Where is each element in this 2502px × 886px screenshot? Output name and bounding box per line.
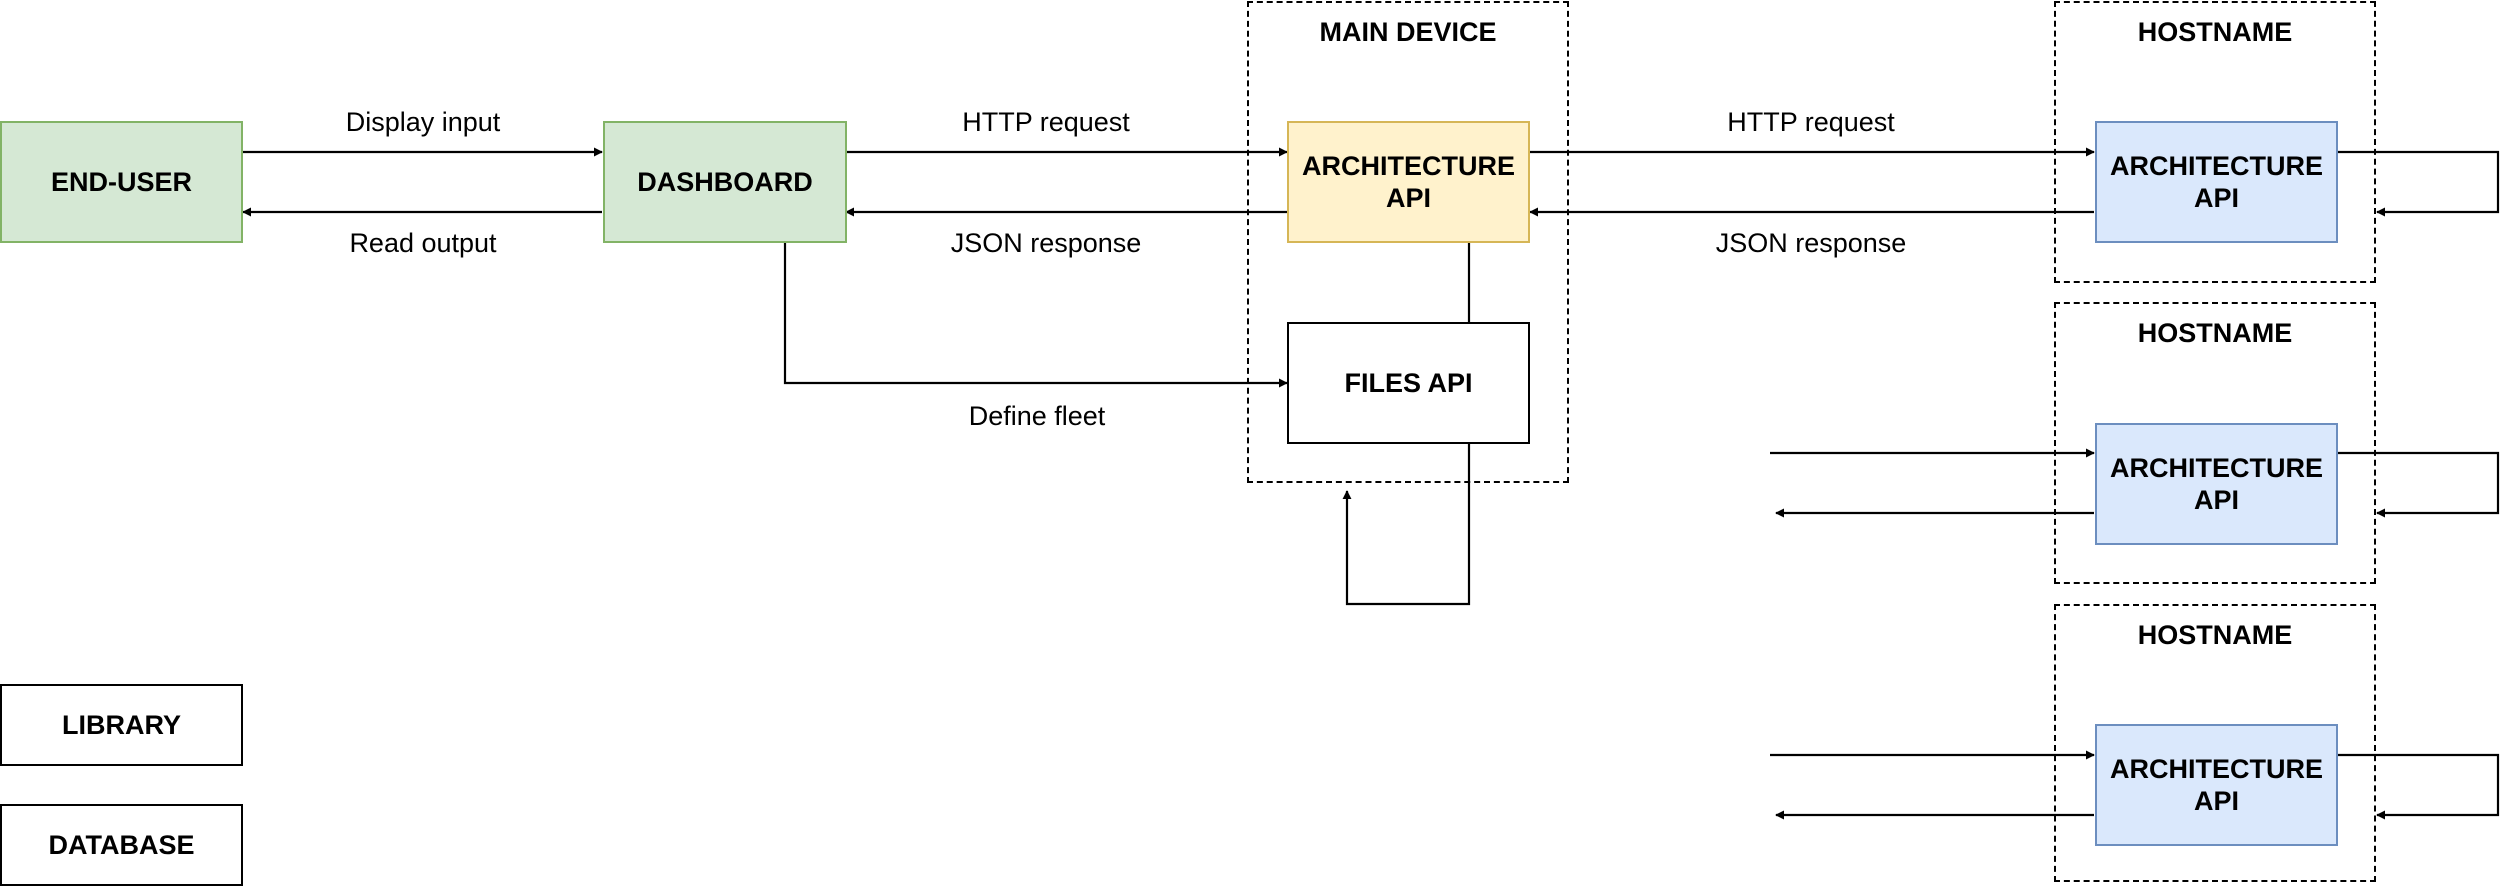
node-label: DASHBOARD bbox=[637, 166, 813, 197]
edge-host1-loop bbox=[2337, 150, 2500, 217]
node-label: ARCHITECTURE API bbox=[2110, 452, 2323, 515]
node-host2-architecture-api[interactable]: ARCHITECTURE API bbox=[2095, 423, 2338, 545]
node-label: LIBRARY bbox=[62, 709, 181, 740]
node-label: ARCHITECTURE API bbox=[1302, 150, 1515, 213]
group-title: HOSTNAME bbox=[2137, 620, 2293, 650]
node-database[interactable]: DATABASE bbox=[0, 804, 243, 886]
node-label: ARCHITECTURE API bbox=[2110, 753, 2323, 816]
node-host1-architecture-api[interactable]: ARCHITECTURE API bbox=[2095, 121, 2338, 243]
node-dashboard[interactable]: DASHBOARD bbox=[603, 121, 847, 243]
edge-label-json-response-host: JSON response bbox=[1715, 228, 1907, 258]
group-title: HOSTNAME bbox=[2137, 17, 2293, 47]
edge-label-read-output: Read output bbox=[349, 228, 497, 258]
edge-label-define-fleet: Define fleet bbox=[968, 401, 1106, 431]
group-title: HOSTNAME bbox=[2137, 318, 2293, 348]
edge-host2-loop bbox=[2337, 451, 2500, 518]
node-host3-architecture-api[interactable]: ARCHITECTURE API bbox=[2095, 724, 2338, 846]
group-title: MAIN DEVICE bbox=[1319, 17, 1497, 47]
node-label: ARCHITECTURE API bbox=[2110, 150, 2323, 213]
group-host-2: HOSTNAME bbox=[2054, 302, 2376, 584]
group-host-1: HOSTNAME bbox=[2054, 1, 2376, 283]
edge-define-fleet bbox=[783, 242, 1288, 388]
node-main-architecture-api[interactable]: ARCHITECTURE API bbox=[1287, 121, 1530, 243]
node-label: FILES API bbox=[1344, 367, 1473, 398]
edge-label-display-input: Display input bbox=[345, 107, 501, 137]
edge-label-json-response-main: JSON response bbox=[950, 228, 1142, 258]
edge-label-http-request-main: HTTP request bbox=[962, 107, 1130, 137]
node-library[interactable]: LIBRARY bbox=[0, 684, 243, 766]
edge-files-loop bbox=[1342, 443, 1471, 606]
edge-host3-loop bbox=[2337, 753, 2500, 820]
edge-label-http-request-host: HTTP request bbox=[1727, 107, 1895, 137]
group-main-device: MAIN DEVICE bbox=[1247, 1, 1569, 483]
node-label: END-USER bbox=[50, 166, 192, 197]
group-host-3: HOSTNAME bbox=[2054, 604, 2376, 882]
node-end-user[interactable]: END-USER bbox=[0, 121, 243, 243]
node-label: DATABASE bbox=[48, 829, 195, 860]
node-files-api[interactable]: FILES API bbox=[1287, 322, 1530, 444]
